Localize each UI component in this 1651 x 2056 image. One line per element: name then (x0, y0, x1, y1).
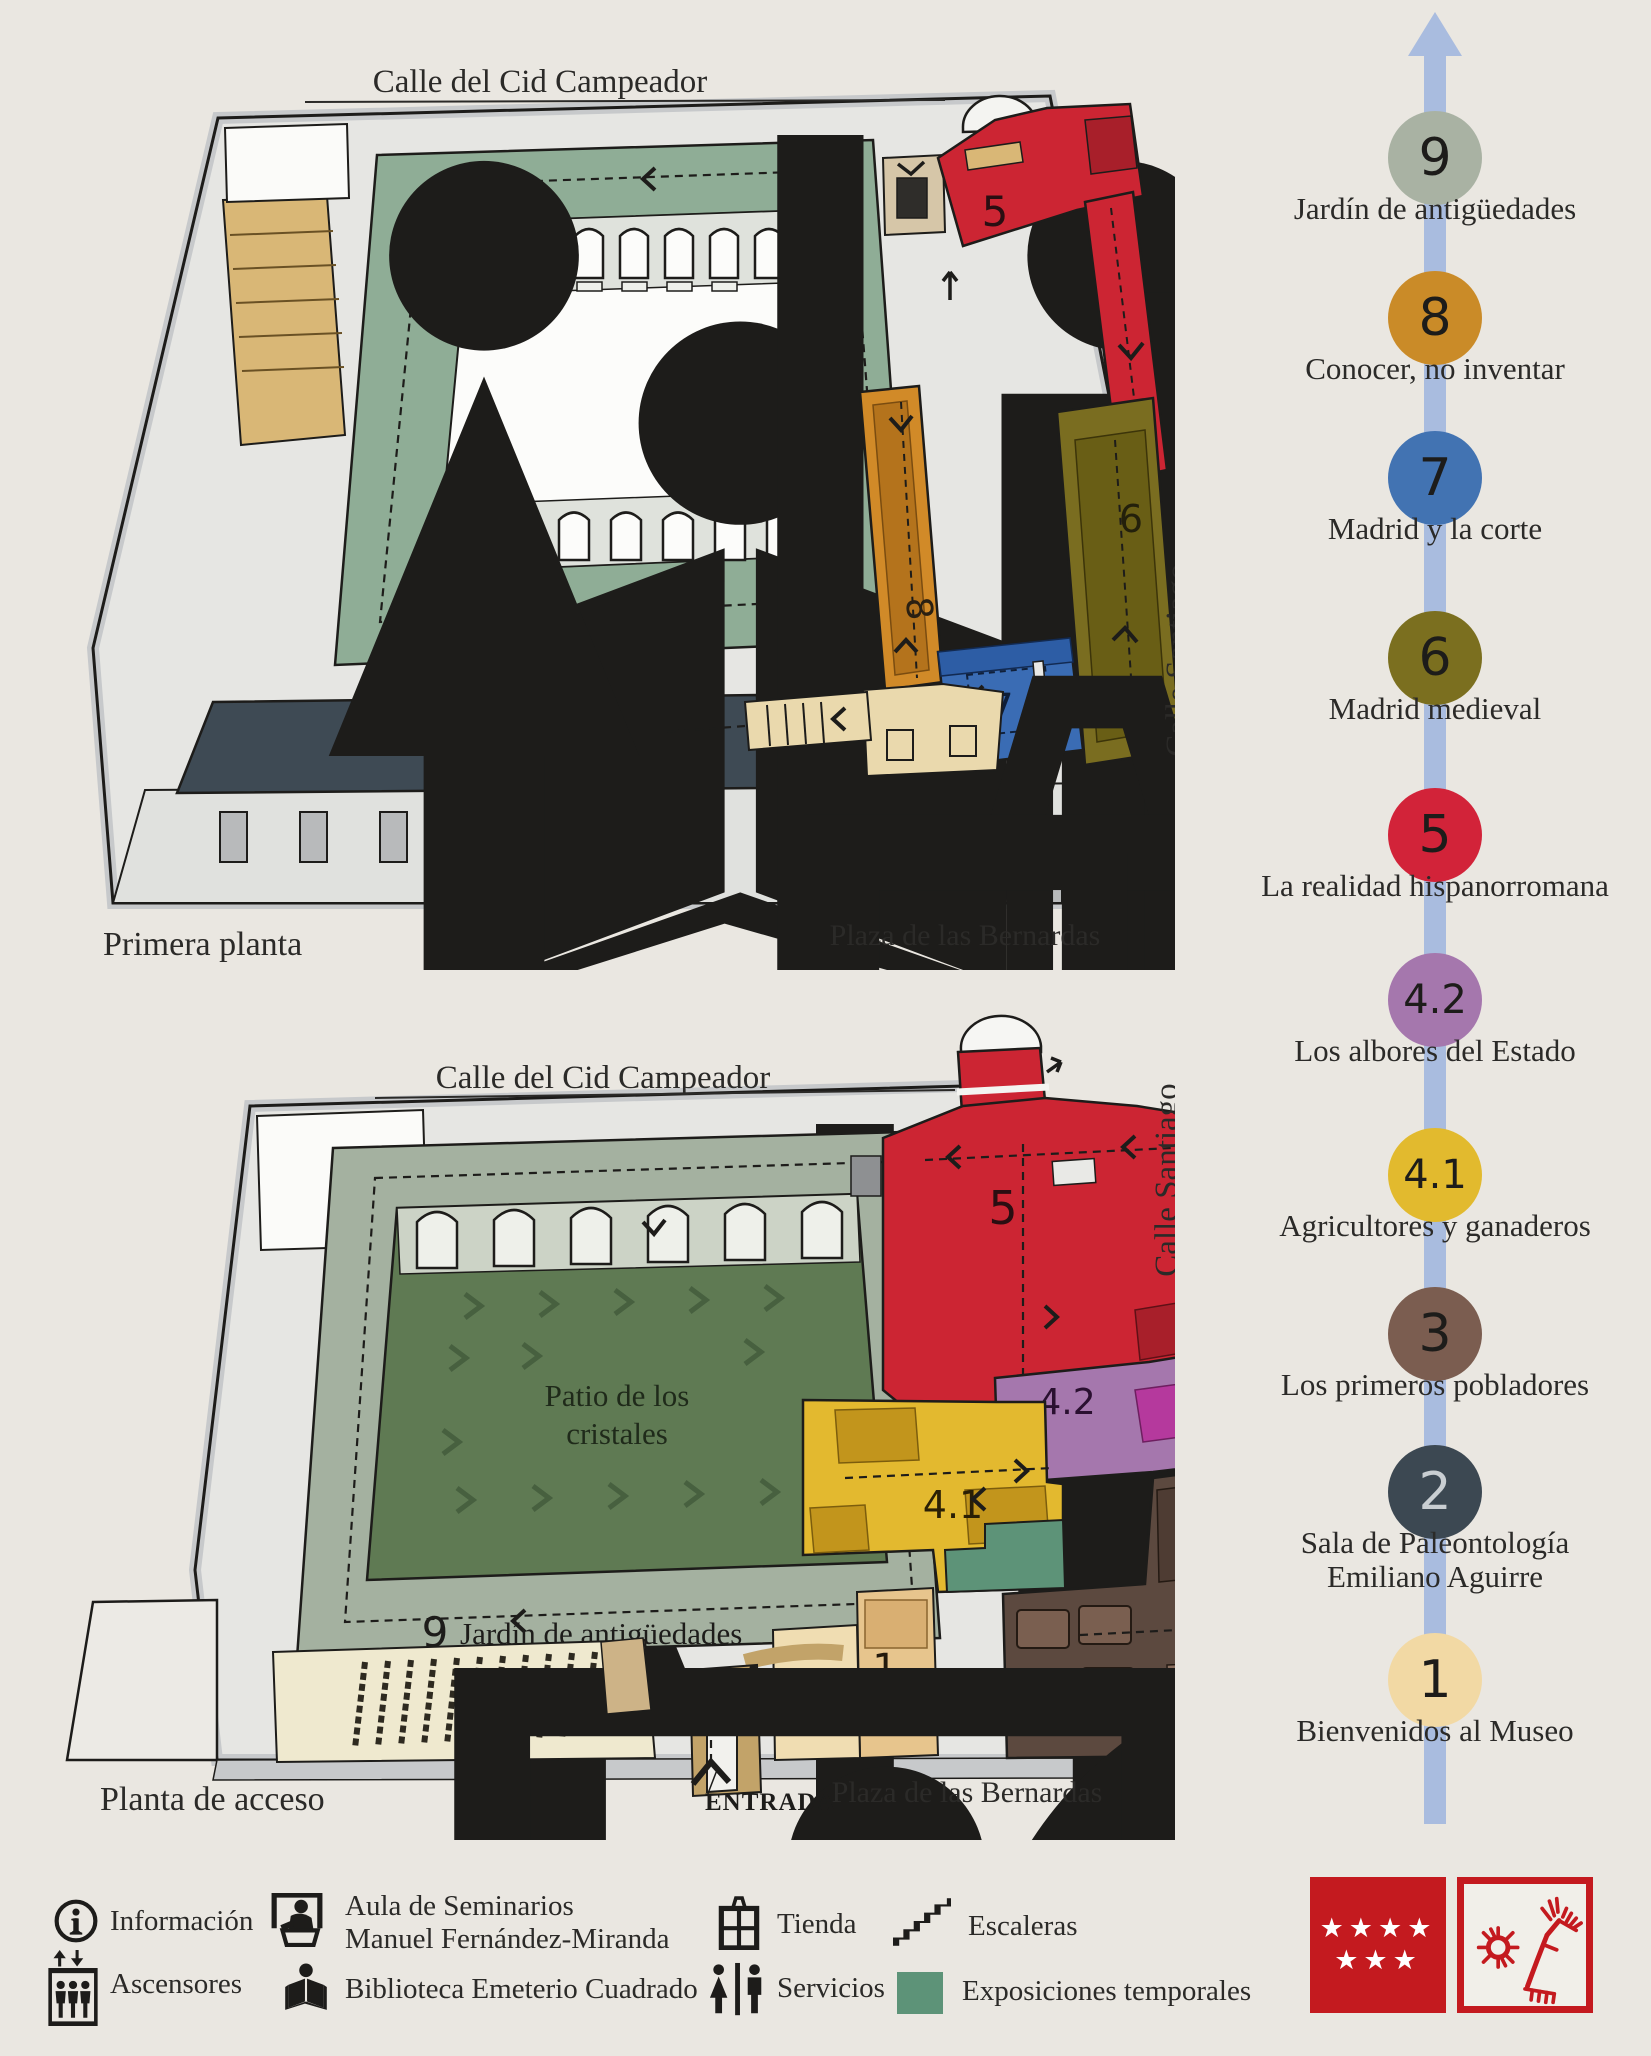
legend-exposiciones: Exposiciones temporales (962, 1975, 1252, 2007)
patio-label-2: cristales (566, 1416, 668, 1451)
timeline-arrow-icon (1408, 12, 1462, 56)
stairs-icon (893, 1898, 951, 1946)
floor-name: Primera planta (103, 926, 302, 963)
street-top-label: Calle del Cid Campeador (373, 64, 708, 100)
room-4-2-number: 4.2 (1038, 1382, 1095, 1423)
room-1-number: 1 (872, 1646, 897, 1692)
route-dashed (343, 1160, 915, 1624)
timeline-label-1: Bienvenidos al Museo (1296, 1713, 1574, 1748)
room-8-number: 8 (897, 595, 940, 623)
timeline-stop-3: 3 (1388, 1287, 1482, 1381)
stair-corridor (743, 690, 873, 752)
elevator-icon (48, 1948, 98, 2026)
timeline-label-9: Jardín de antigüedades (1293, 191, 1577, 226)
timeline-label-4-2: Los albores del Estado (1294, 1033, 1576, 1068)
floor-name: Planta de acceso (100, 1781, 325, 1818)
timeline-label-8: Conocer, no inventar (1305, 351, 1565, 386)
timeline-stop-1: 1 (1388, 1633, 1482, 1727)
landing (861, 682, 1005, 778)
access-floor-plan: Patio de los cristales 9 Jardín de antig… (65, 1014, 1175, 1840)
timeline-label-7: Madrid y la corte (1327, 511, 1543, 546)
timeline-stop-4-1: 4.1 (1388, 1128, 1482, 1222)
timeline-label-5: La realidad hispanorromana (1261, 868, 1609, 903)
temp-exhibitions-area (943, 1518, 1067, 1594)
entrance-label: ENTRADA (705, 1789, 836, 1816)
legend-ascensores: Ascensores (110, 1968, 243, 2000)
wc-icon (708, 1962, 770, 2018)
first-floor-plan: 2 (86, 64, 1175, 970)
legend-informacion: Información (110, 1905, 254, 1937)
timeline-stop-9: 9 (1388, 111, 1482, 205)
wc-room (223, 122, 351, 204)
timeline-label-4-1: Agricultores y ganaderos (1279, 1208, 1591, 1243)
street-right-label: Calle Santiago (1149, 1083, 1175, 1276)
plaza-label: Plaza de las Bernardas (830, 919, 1101, 952)
room-5-area (881, 1096, 1175, 1410)
room-6-number: 6 (1119, 497, 1143, 541)
patio-chairs (441, 1284, 786, 1514)
timeline-stop-5: 5 (1388, 788, 1482, 882)
shop-icon (718, 1896, 760, 1950)
temp-exhibitions-swatch (897, 1972, 943, 2014)
timeline-stop-7: 7 (1388, 431, 1482, 525)
flag-stars-row1: ★★★★ (1319, 1913, 1437, 1944)
flag-stars-row2: ★★★ (1334, 1945, 1422, 1976)
timeline-label-3: Los primeros pobladores (1280, 1367, 1590, 1402)
room-4-1-number: 4.1 (923, 1483, 983, 1527)
library-icon (282, 1962, 330, 2014)
timeline-stop-8: 8 (1388, 271, 1482, 365)
room-5-number: 5 (982, 187, 1009, 236)
timeline-stop-2: 2 (1388, 1445, 1482, 1539)
museum-petroglyph-logo (1457, 1877, 1593, 2013)
information-icon (53, 1898, 99, 1944)
legend-biblioteca: Biblioteca Emeterio Cuadrado (345, 1973, 698, 2005)
dome (959, 1014, 1043, 1058)
legend-aula: Aula de Seminarios Manuel Fernández-Mira… (345, 1890, 670, 1955)
timeline-label-2: Sala de Paleontología Emiliano Aguirre (1300, 1525, 1570, 1594)
legend-servicios: Servicios (777, 1972, 885, 2004)
legend-tienda: Tienda (777, 1908, 857, 1940)
madrid-flag-logo: ★★★★ ★★★ (1310, 1877, 1446, 2013)
west-annex (65, 1598, 219, 1762)
street-top-label: Calle del Cid Campeador (436, 1060, 771, 1096)
patio-label-1: Patio de los (545, 1378, 690, 1413)
plaza-label: Plaza de las Bernardas (832, 1776, 1103, 1809)
seminar-icon (270, 1893, 324, 1947)
room-5-number: 5 (988, 1181, 1017, 1235)
street-right-label: Calle Santiago (1160, 563, 1175, 756)
timeline-stop-4-2: 4.2 (1388, 953, 1482, 1047)
timeline-stop-6: 6 (1388, 611, 1482, 705)
legend-escaleras: Escaleras (968, 1910, 1078, 1942)
colonnade-north (396, 1193, 861, 1275)
timeline-label-6: Madrid medieval (1328, 691, 1542, 726)
